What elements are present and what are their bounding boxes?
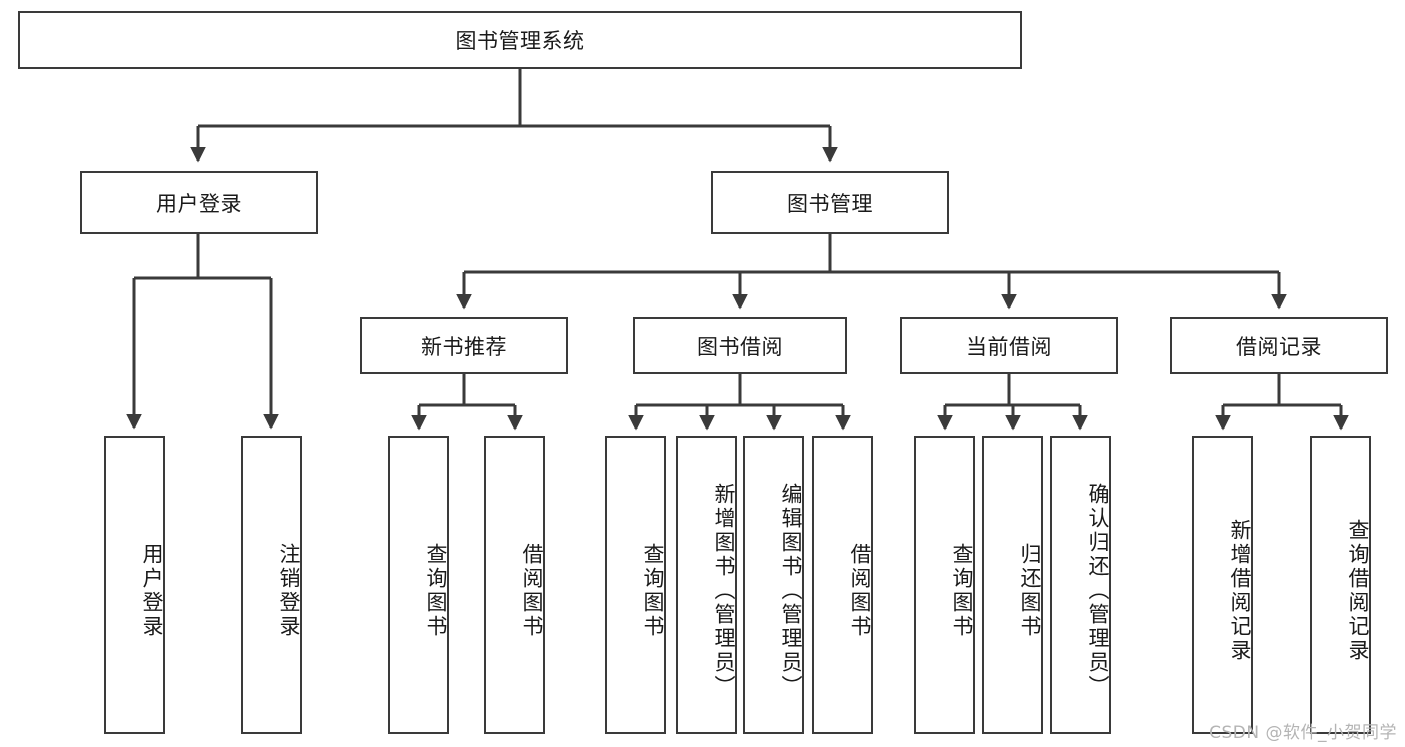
node-label: 图书管理系统 — [455, 29, 585, 53]
leaf-new-book-query-book[interactable]: 查询图书 — [388, 436, 449, 734]
leaf-book-borrow-add-book-admin[interactable]: 新增图书（管理员） — [676, 436, 737, 734]
node-new-book-recommend[interactable]: 新书推荐 — [360, 317, 568, 374]
node-label: 新增借阅记录 — [1228, 519, 1252, 663]
node-label: 编辑图书（管理员） — [779, 483, 803, 699]
node-borrow-record[interactable]: 借阅记录 — [1170, 317, 1388, 374]
leaf-borrow-record-query-record[interactable]: 查询借阅记录 — [1310, 436, 1371, 734]
node-label: 注销登录 — [277, 543, 301, 639]
leaf-book-borrow-edit-book-admin[interactable]: 编辑图书（管理员） — [743, 436, 804, 734]
node-label: 用户登录 — [140, 543, 164, 639]
node-current-borrow[interactable]: 当前借阅 — [900, 317, 1118, 374]
leaf-new-book-borrow-book[interactable]: 借阅图书 — [484, 436, 545, 734]
node-label: 查询图书 — [641, 543, 665, 639]
node-label: 确认归还（管理员） — [1086, 483, 1110, 699]
node-book-borrow[interactable]: 图书借阅 — [633, 317, 847, 374]
leaf-user-login-login[interactable]: 用户登录 — [104, 436, 165, 734]
leaf-current-borrow-return-book[interactable]: 归还图书 — [982, 436, 1043, 734]
leaf-user-login-logout[interactable]: 注销登录 — [241, 436, 302, 734]
leaf-book-borrow-query-book[interactable]: 查询图书 — [605, 436, 666, 734]
node-label: 查询图书 — [424, 543, 448, 639]
node-label: 当前借阅 — [966, 334, 1052, 359]
node-label: 归还图书 — [1018, 543, 1042, 639]
node-label: 新增图书（管理员） — [712, 483, 736, 699]
leaf-book-borrow-borrow-book[interactable]: 借阅图书 — [812, 436, 873, 734]
leaf-current-borrow-confirm-return-admin[interactable]: 确认归还（管理员） — [1050, 436, 1111, 734]
node-label: 借阅记录 — [1236, 334, 1322, 359]
node-label: 用户登录 — [156, 191, 242, 216]
leaf-current-borrow-query-book[interactable]: 查询图书 — [914, 436, 975, 734]
node-root-book-management-system[interactable]: 图书管理系统 — [18, 11, 1022, 69]
node-user-login[interactable]: 用户登录 — [80, 171, 318, 234]
node-label: 新书推荐 — [421, 334, 507, 359]
node-label: 借阅图书 — [520, 543, 544, 639]
node-label: 查询图书 — [950, 543, 974, 639]
csdn-watermark: CSDN @软件_小贺同学 — [1209, 723, 1397, 743]
leaf-borrow-record-add-record[interactable]: 新增借阅记录 — [1192, 436, 1253, 734]
node-label: 查询借阅记录 — [1346, 519, 1370, 663]
node-book-management[interactable]: 图书管理 — [711, 171, 949, 234]
node-label: 借阅图书 — [848, 543, 872, 639]
node-label: 图书管理 — [787, 191, 873, 216]
node-label: 图书借阅 — [697, 334, 783, 359]
